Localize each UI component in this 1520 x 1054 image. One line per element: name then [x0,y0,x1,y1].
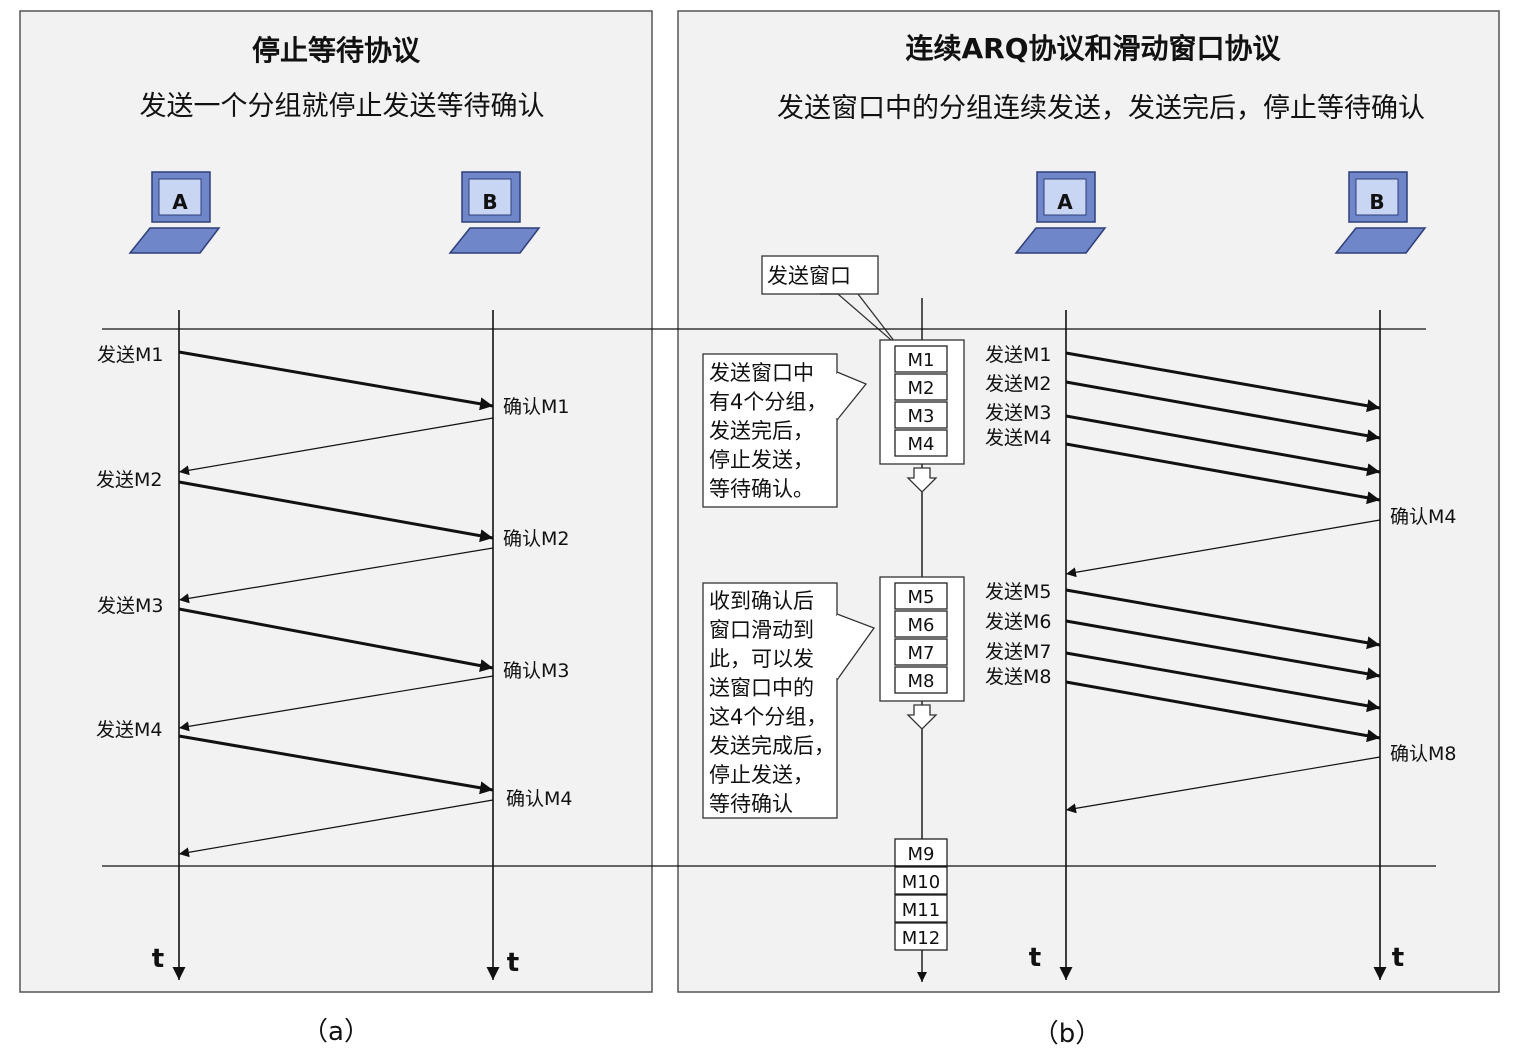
packet-m3: M3 [908,406,935,427]
send-arrow-m4 [1065,442,1381,505]
send-arrow-m7 [1065,651,1381,713]
computer-a-icon: A [128,171,221,254]
ack-arrow [178,799,494,858]
panel-b-title: 连续ARQ协议和滑动窗口协议 [905,32,1281,65]
host-b-label: B [482,190,497,214]
note2-line4: 送窗口中的 [709,676,814,700]
ack-label: 确认M3 [503,660,569,682]
note2-line2: 窗口滑动到 [709,618,814,642]
caption-a: （a） [302,1017,370,1047]
send-label: 发送M3 [97,595,163,617]
packet-m1: M1 [908,350,935,371]
ack-arrow [178,417,494,476]
panel-stop-and-wait: 停止等待协议 发送一个分组就停止发送等待确认 A B t t 发送M1 确认M1 [19,10,653,993]
ack-label: 确认M4 [506,788,572,810]
host-b-label: B [1369,190,1384,214]
note1-line5: 等待确认。 [709,477,814,501]
send-label-m6: 发送M6 [985,611,1051,633]
panel-continuous-arq: 连续ARQ协议和滑动窗口协议 发送窗口中的分组连续发送，发送完后，停止等待确认 … [677,10,1500,993]
send-arrow [178,607,494,672]
note2-line7: 停止发送， [709,763,814,787]
computer-b-icon: B [448,171,541,254]
time-label-b: t [1392,943,1404,973]
message-exchange-3: 发送M3 确认M3 [97,595,569,732]
ack-label-m4: 确认M4 [1390,506,1456,528]
send-label-m7: 发送M7 [985,641,1051,663]
ack-arrow [178,675,494,732]
send-label: 发送M1 [97,344,163,366]
packet-m9: M9 [908,844,935,865]
send-arrow-m1 [1065,351,1381,413]
computer-b-icon: B [1334,171,1427,254]
send-label-m5: 发送M5 [985,581,1051,603]
note-window-2: 收到确认后 窗口滑动到 此，可以发 送窗口中的 这4个分组， 发送完成后， 停止… [702,582,876,819]
ack-label: 确认M2 [503,528,569,550]
note2-line3: 此，可以发 [709,647,814,671]
packet-m7: M7 [908,643,935,664]
packet-m11: M11 [902,900,940,921]
panel-a-subtitle: 发送一个分组就停止发送等待确认 [140,91,545,122]
send-label: 发送M4 [96,719,162,741]
packet-m12: M12 [902,928,940,949]
send-window-1: M1 M2 M3 M4 [879,339,965,493]
note1-line3: 发送完后， [709,419,814,443]
ack-label: 确认M1 [503,396,569,418]
ack-label-m8: 确认M8 [1390,743,1456,765]
ack-arrow [178,547,494,604]
send-arrow [178,350,494,411]
send-label-m8: 发送M8 [985,666,1051,688]
time-label-a: t [152,944,164,974]
send-arrow [178,734,494,795]
packet-m5: M5 [908,587,935,608]
note2-line5: 这4个分组， [709,705,827,729]
send-arrow-m8 [1065,680,1381,743]
computer-a-icon: A [1014,171,1107,254]
slide-down-arrow-icon [906,467,938,493]
window-label: 发送窗口 [767,264,851,288]
panel-a-title: 停止等待协议 [252,34,421,67]
host-a-label: A [1057,190,1073,214]
panel-b-subtitle: 发送窗口中的分组连续发送，发送完后，停止等待确认 [777,93,1425,124]
packet-m4: M4 [908,434,935,455]
packet-m2: M2 [908,378,935,399]
send-window-2: M5 M6 M7 M8 [879,576,965,730]
note2-line8: 等待确认 [709,792,793,816]
send-label-m1: 发送M1 [985,344,1051,366]
message-exchange-4: 发送M4 确认M4 [96,719,572,858]
note2-line1: 收到确认后 [709,589,814,613]
packet-m10: M10 [902,872,940,893]
slide-down-arrow-icon [906,704,938,730]
note1-line4: 停止发送， [709,448,814,472]
packet-m8: M8 [908,671,935,692]
send-label: 发送M2 [96,469,162,491]
send-arrow [178,480,494,543]
send-label-m2: 发送M2 [985,373,1051,395]
send-arrow-m6 [1065,619,1381,681]
packet-m6: M6 [908,615,935,636]
send-label-m4: 发送M4 [985,427,1051,449]
send-arrow-m2 [1065,380,1381,443]
ack-arrow-m4 [1065,519,1381,578]
message-exchange-1: 发送M1 确认M1 [97,344,569,476]
send-arrow-m5 [1065,588,1381,650]
send-arrow-m3 [1065,414,1381,477]
note1-line1: 发送窗口中 [709,361,814,385]
time-label-a: t [1029,943,1041,973]
note1-line2: 有4个分组， [709,390,827,414]
time-label-b: t [507,948,519,978]
send-window-callout: 发送窗口 [761,255,899,347]
ack-arrow-m8 [1065,756,1381,814]
host-a-label: A [172,190,188,214]
remaining-packets: M9 M10 M11 M12 [894,838,948,951]
note2-line6: 发送完成后， [709,734,835,758]
message-exchange-2: 发送M2 确认M2 [96,469,569,604]
note-window-1: 发送窗口中 有4个分组， 发送完后， 停止发送， 等待确认。 [702,353,868,508]
send-label-m3: 发送M3 [985,402,1051,424]
burst-group-2: 发送M5 发送M6 发送M7 发送M8 确认M8 [985,581,1456,814]
caption-b: （b） [1033,1019,1102,1049]
burst-group-1: 发送M1 发送M2 发送M3 发送M4 确认M4 [985,344,1456,578]
panel-a-frame [19,10,653,993]
